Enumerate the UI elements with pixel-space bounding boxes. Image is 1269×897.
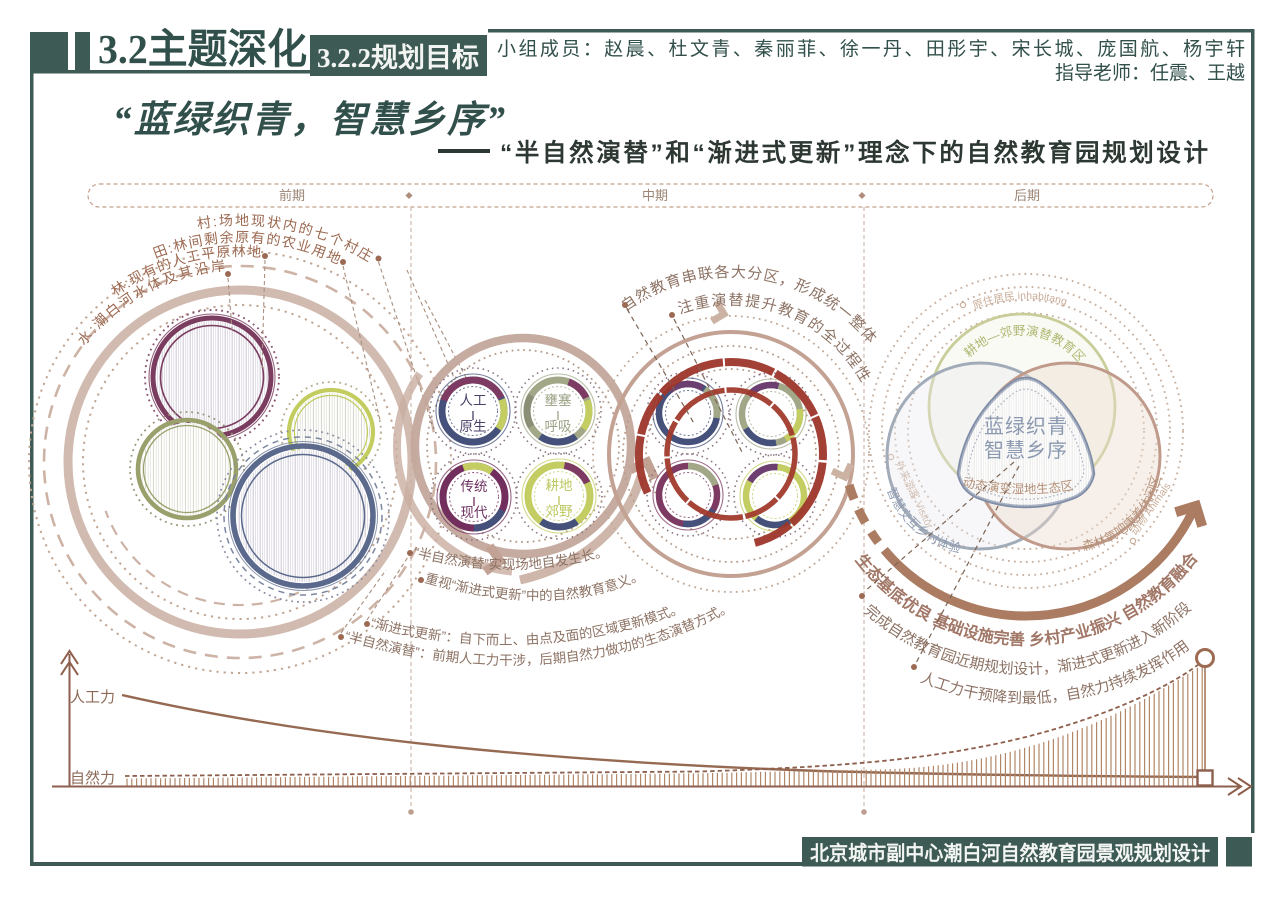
svg-text:壅塞: 壅塞 xyxy=(545,392,573,408)
svg-text:北京城市副中心潮白河自然教育园景观规划设计: 北京城市副中心潮白河自然教育园景观规划设计 xyxy=(810,841,1210,865)
svg-text:“半自然演替”和“渐进式更新”理念下的自然教育园规划设计: “半自然演替”和“渐进式更新”理念下的自然教育园规划设计 xyxy=(500,138,1208,167)
svg-text:耕地: 耕地 xyxy=(546,477,574,493)
svg-text:原生: 原生 xyxy=(460,419,487,434)
svg-text:郊野: 郊野 xyxy=(546,503,574,519)
svg-text:人工: 人工 xyxy=(460,393,487,408)
svg-text:蓝绿织青: 蓝绿织青 xyxy=(984,415,1068,438)
svg-text:前期: 前期 xyxy=(279,188,305,203)
svg-text:呼吸: 呼吸 xyxy=(545,419,573,434)
svg-text:传统: 传统 xyxy=(461,479,488,494)
svg-text:指导老师：任震、王越: 指导老师：任震、王越 xyxy=(1055,62,1245,84)
svg-text:后期: 后期 xyxy=(1014,188,1040,203)
svg-text:自然力: 自然力 xyxy=(70,770,115,787)
svg-text:3.2.2规划目标: 3.2.2规划目标 xyxy=(317,43,479,73)
svg-text:3.2主题深化: 3.2主题深化 xyxy=(98,26,307,72)
svg-text:智慧乡序: 智慧乡序 xyxy=(984,439,1068,462)
svg-text:小组成员：赵晨、杜文青、秦丽菲、徐一丹、田彤宇、宋长城、庞国: 小组成员：赵晨、杜文青、秦丽菲、徐一丹、田彤宇、宋长城、庞国航、杨宇轩 xyxy=(497,38,1245,60)
svg-text:现代: 现代 xyxy=(461,505,488,520)
svg-text:“半自然演替”实现场地自发生长。: “半自然演替”实现场地自发生长。 xyxy=(412,543,609,572)
svg-text:中期: 中期 xyxy=(642,188,668,203)
svg-text:“ 蓝 绿 织 青 ， 智 慧 乡 序 ”: “ 蓝 绿 织 青 ， 智 慧 乡 序 ” xyxy=(113,100,505,141)
svg-text:人工力: 人工力 xyxy=(70,689,115,706)
